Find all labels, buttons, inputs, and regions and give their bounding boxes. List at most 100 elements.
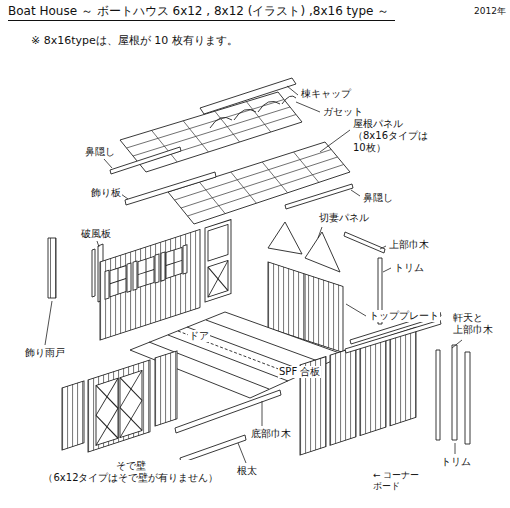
joist [180, 435, 246, 463]
leader-lines [455, 443, 456, 454]
wing-wall [62, 381, 84, 450]
door [208, 261, 228, 297]
leader-lines [296, 102, 320, 112]
trim [465, 352, 470, 444]
part-label: トリム [393, 262, 425, 274]
part-label: 屋根パネル （8x16タイプは 10枚） [352, 118, 462, 154]
fascia-right [285, 184, 353, 209]
shutter [48, 238, 56, 298]
roof-panels [133, 107, 290, 156]
leader-lines [45, 86, 462, 463]
wing-wall [62, 381, 84, 450]
part-label: 破風板 [80, 228, 112, 240]
gable-panel [268, 222, 302, 254]
front-wall [120, 370, 142, 407]
front-wall [120, 370, 142, 407]
part-label: 2012年 [473, 6, 507, 17]
front-wall [96, 378, 118, 415]
floor [206, 320, 326, 364]
boat-house-illustration [48, 78, 470, 463]
door [205, 220, 231, 302]
part-label: ※ 8x16typeは、屋根が 10 枚有ります。 [30, 34, 239, 47]
window-wall [166, 260, 182, 265]
leader-lines [383, 268, 391, 272]
front-wall [88, 360, 150, 452]
part-label: 切妻パネル [318, 212, 370, 224]
fascia-left [110, 147, 181, 174]
window-wall [155, 254, 159, 283]
part-label: 飾り雨戸 [24, 347, 66, 359]
front-wall [96, 408, 118, 445]
gussets [282, 96, 296, 104]
leader-lines [97, 241, 99, 247]
front-wall [120, 400, 142, 437]
window-wall [110, 266, 126, 297]
leader-lines [262, 401, 263, 426]
part-label: そで壁 （6x12タイプはそで壁が有りません） [38, 460, 224, 484]
window-wall [138, 256, 154, 287]
side-wall [305, 274, 306, 344]
window-wall [100, 230, 200, 340]
front-wall [96, 378, 118, 445]
soffit-board [345, 320, 441, 353]
window-wall [100, 230, 200, 340]
part-label: ガセット [322, 106, 364, 118]
door [208, 225, 228, 261]
part-label: ← コーナー ボード [372, 470, 436, 492]
gussets [234, 109, 256, 120]
wing-wall [155, 351, 177, 426]
leader-lines [238, 443, 246, 463]
barge-board [92, 249, 95, 297]
part-label: 鼻隠し [84, 146, 116, 158]
part-label: 棟キャップ [300, 88, 352, 100]
part-label: 根太 [236, 465, 258, 477]
front-wall [120, 370, 142, 437]
door [208, 261, 228, 297]
wing-wall [155, 351, 177, 426]
part-label: トッププレート [368, 310, 440, 322]
front-wall [88, 360, 150, 452]
leader-lines [380, 246, 386, 249]
window-wall [166, 247, 182, 278]
leader-lines [287, 86, 298, 95]
leader-lines [351, 190, 360, 196]
shutter [48, 238, 56, 298]
door [208, 261, 228, 297]
door [205, 220, 231, 302]
roof-panels [188, 165, 344, 217]
leader-lines [452, 340, 462, 348]
front-wall [96, 408, 118, 445]
window-wall [105, 270, 109, 299]
ridge-cap [200, 78, 296, 114]
wall-panels [360, 337, 386, 435]
part-label: 底部巾木 [250, 428, 292, 440]
part-label: トリム [440, 456, 472, 468]
front-wall [96, 378, 118, 415]
window-wall [161, 252, 165, 281]
leader-lines [45, 301, 52, 345]
roof-panels [175, 150, 332, 201]
leader-lines [346, 304, 366, 316]
front-wall [120, 400, 142, 437]
window-wall [133, 261, 137, 290]
leader-lines [104, 159, 112, 168]
part-label: 飾り板 [90, 187, 122, 199]
leader-lines [320, 130, 350, 152]
part-label: SPF 合板 [278, 366, 321, 378]
gussets [210, 117, 232, 128]
part-label: ドア [188, 330, 210, 342]
window-wall [183, 245, 187, 274]
leader-lines [121, 194, 128, 199]
bottom-baseboard [175, 390, 281, 433]
wall-panels [330, 347, 356, 445]
top-baseboard [344, 232, 385, 253]
part-label: 鼻隠し [362, 192, 394, 204]
window-wall [138, 269, 154, 274]
trim [452, 345, 457, 440]
part-label: 軒天と 上部巾木 [452, 312, 502, 336]
trim-board [125, 172, 216, 205]
window-wall [127, 263, 131, 292]
gussets [258, 101, 280, 112]
leader-lines [318, 227, 322, 238]
title: Boat House ～ ボートハウス 6x12 , 8x12 (イラスト) ,… [8, 4, 395, 21]
